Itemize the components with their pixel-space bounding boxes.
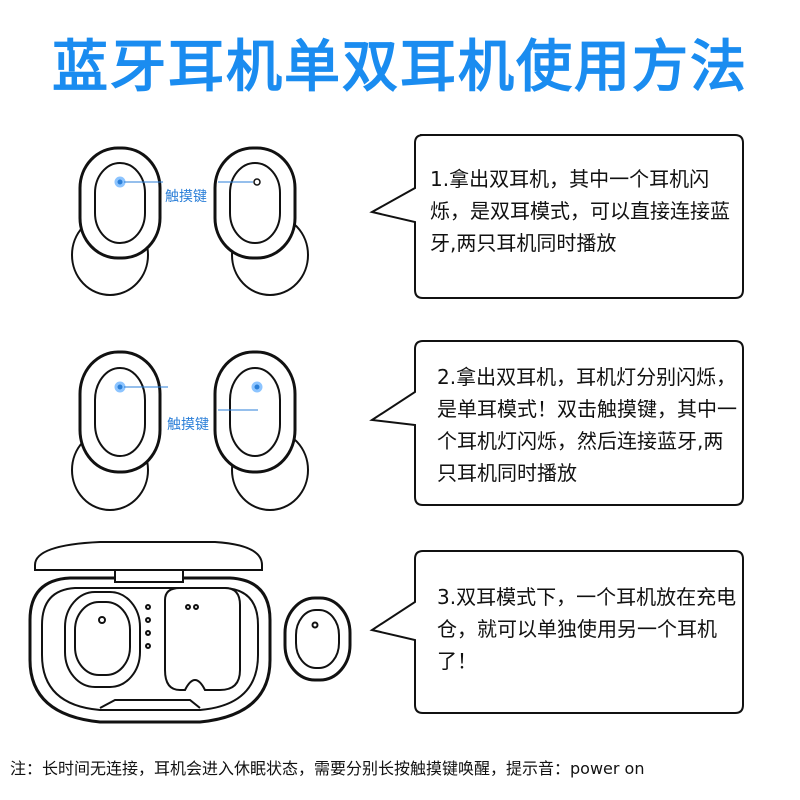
step-3-text: 3.双耳模式下，一个耳机放在充电仓，就可以单独使用另一个耳机了！ [437,585,737,673]
led-indicator-icon [114,176,126,188]
speech-bubble-2 [369,340,744,506]
earbud-single [283,596,352,682]
step-1-text: 1.拿出双耳机，其中一个耳机闪烁，是双耳模式，可以直接连接蓝牙,两只耳机同时播放 [430,167,730,255]
earbud-right-row1 [213,146,309,296]
touch-key-label: 触摸键 [165,189,207,205]
led-indicator-icon [251,381,263,393]
speech-bubble-3 [369,550,744,714]
earbud-left-row1 [71,146,162,296]
led-indicator-icon [114,381,126,393]
earbud-left-row2 [71,350,162,511]
footnote: 注：长时间无连接，耳机会进入休眠状态，需要分别长按触摸键唤醒，提示音：power… [10,759,645,778]
step-2-text: 2.拿出双耳机，耳机灯分别闪烁，是单耳模式！双击触摸键，其中一个耳机灯闪烁，然后… [437,365,737,485]
speech-bubble-1 [369,134,744,299]
earbud-right-row2 [213,350,309,511]
touch-key-label: 触摸键 [167,417,209,433]
charging-case [28,541,272,724]
led-off-icon [253,178,261,186]
page-title: 蓝牙耳机单双耳机使用方法 [52,35,748,100]
